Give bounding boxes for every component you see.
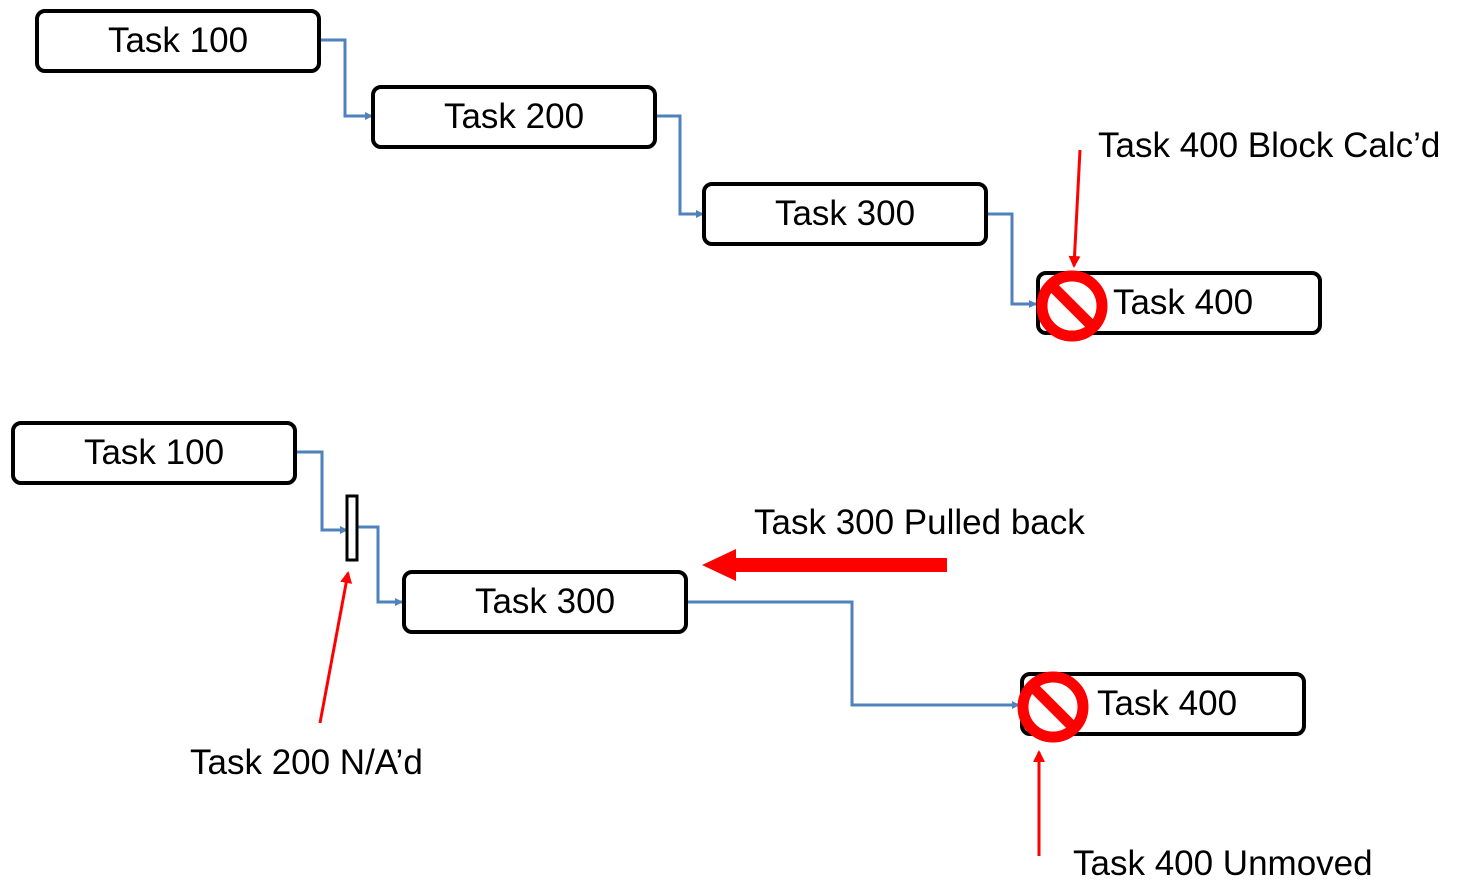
bottom-task-100-box: Task 100 <box>11 421 297 485</box>
top-task-200-label: Task 200 <box>443 97 585 136</box>
bottom-task-400-label: Task 400 <box>1096 684 1238 723</box>
top-task-100-box: Task 100 <box>35 9 321 73</box>
bottom-task-400-box: Task 400 <box>1020 672 1306 736</box>
connector-top-100-200 <box>320 38 373 120</box>
connector-bottom-100-milestone <box>297 450 348 534</box>
connector-bottom-300-400 <box>688 600 1020 709</box>
bottom-task-100-label: Task 100 <box>83 433 225 472</box>
top-task-300-label: Task 300 <box>774 194 916 233</box>
bottom-task-300-label: Task 300 <box>474 582 616 621</box>
top-task-300-box: Task 300 <box>702 182 988 246</box>
top-task-100-label: Task 100 <box>107 21 249 60</box>
callout-block-calcd: Task 400 Block Calc’d <box>1098 126 1441 165</box>
top-task-400-label: Task 400 <box>1112 283 1254 322</box>
connector-top-300-400 <box>986 212 1037 308</box>
callout-task-200-na: Task 200 N/A’d <box>190 743 423 782</box>
connector-bottom-milestone-300 <box>358 525 403 606</box>
callout-unmoved: Task 400 Unmoved <box>1073 844 1373 882</box>
top-task-200-box: Task 200 <box>371 85 657 149</box>
top-task-400-box: Task 400 <box>1036 271 1322 335</box>
connector-top-200-300 <box>656 114 704 218</box>
bottom-task-300-box: Task 300 <box>402 570 688 634</box>
callout-pulled-back: Task 300 Pulled back <box>754 503 1085 542</box>
